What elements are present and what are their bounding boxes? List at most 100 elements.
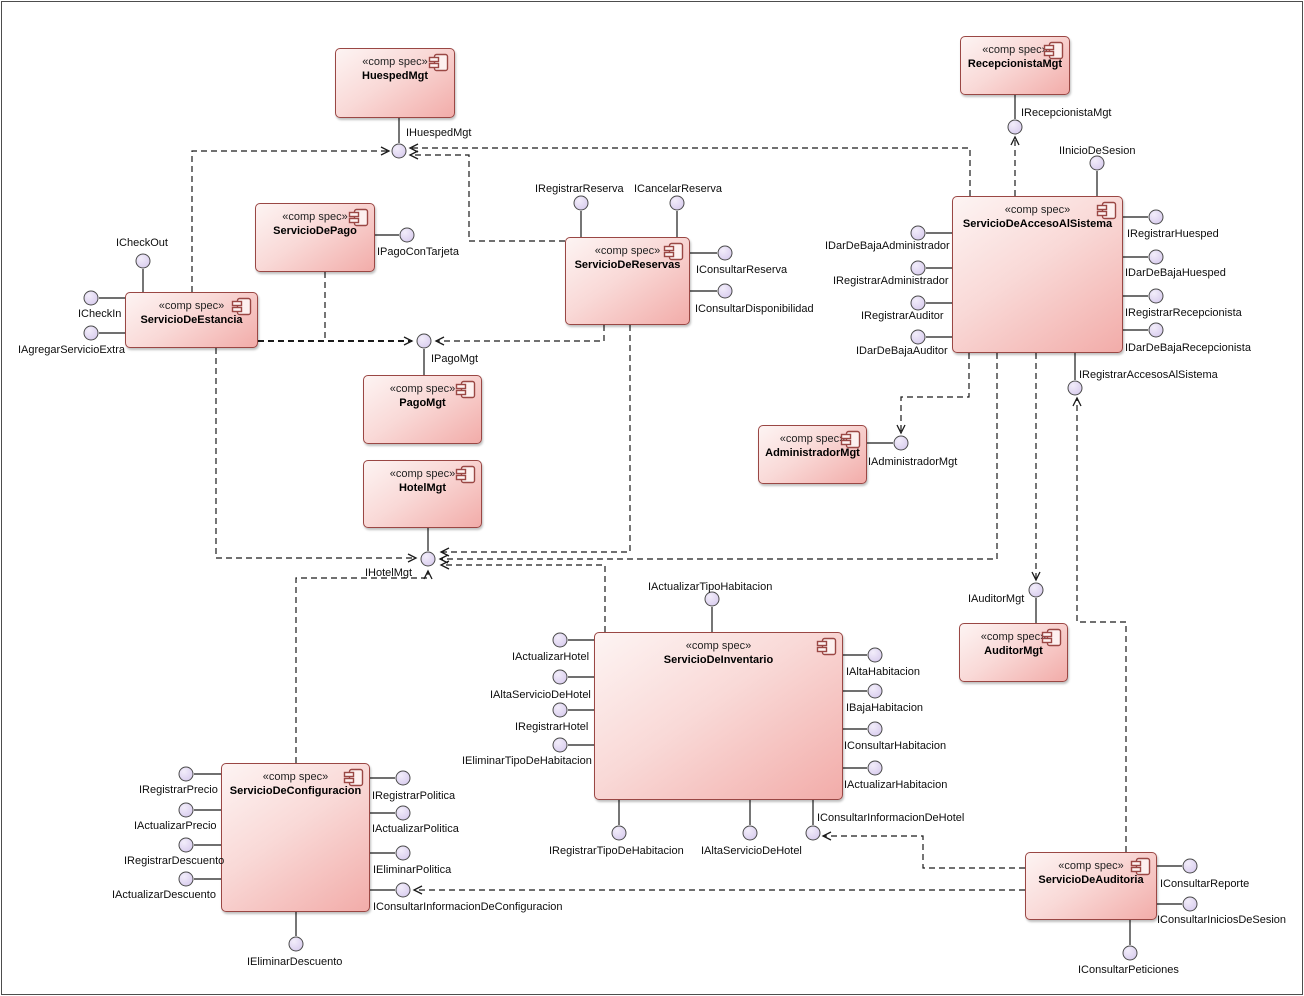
iactualizarpolitica-interface-ball[interactable]	[395, 805, 411, 821]
iconsultarpeticiones-interface-ball[interactable]	[1122, 945, 1138, 961]
iregistrardescuento-interface-ball[interactable]	[178, 837, 194, 853]
iconsultarhabitacion-interface-ball[interactable]	[867, 721, 883, 737]
iregistrarhuesped-interface-ball[interactable]	[1148, 209, 1164, 225]
component-icon	[663, 242, 684, 261]
idardebajaadministrador-interface-label: IDarDeBajaAdministrador	[825, 240, 950, 252]
dep-configuracion-ihotelmgt	[295, 569, 433, 763]
component-icon	[231, 297, 252, 316]
iregistrarreserva-interface-ball[interactable]	[573, 195, 589, 211]
iregistraradministrador-interface-label: IRegistrarAdministrador	[833, 275, 949, 287]
iregistrartipodehabitacion-interface-ball[interactable]	[611, 825, 627, 841]
idardebajaauditor-interface-label: IDarDeBajaAuditor	[856, 345, 948, 357]
component-reservas[interactable]: «comp spec» ServicioDeReservas	[565, 237, 690, 325]
iiniciodesesion-interface-ball[interactable]	[1089, 155, 1105, 171]
idardebajaadministrador-interface-ball[interactable]	[910, 225, 926, 241]
iactualizarhotel-interface-label: IActualizarHotel	[512, 651, 590, 663]
iconsultarreporte-interface-ball[interactable]	[1182, 858, 1198, 874]
iregistrarauditor-interface-ball[interactable]	[910, 295, 926, 311]
dep-acceso-ihuespedmgt	[408, 143, 971, 196]
ibajahabitacion-interface-ball[interactable]	[867, 683, 883, 699]
iconsultardisponibilidad-interface-ball[interactable]	[717, 283, 733, 299]
iconsultariniciosdesesion-interface-label: IConsultarIniciosDeSesion	[1157, 914, 1287, 926]
ialtaserviciodehotel_l-interface-ball[interactable]	[552, 669, 568, 685]
ipagomgt-interface-label: IPagoMgt	[431, 353, 479, 365]
iactualizardescuento-interface-ball[interactable]	[178, 871, 194, 887]
component-acceso[interactable]: «comp spec» ServicioDeAccesoAlSistema	[952, 196, 1123, 353]
ialtaserviciodehotel_b-interface-ball[interactable]	[742, 825, 758, 841]
iregistrarrecepcionista-interface-ball[interactable]	[1148, 288, 1164, 304]
component-stereotype: «comp spec»	[980, 631, 1047, 643]
iregistrarpolitica-interface-ball[interactable]	[395, 770, 411, 786]
ieliminarpolitica-interface-ball[interactable]	[395, 845, 411, 861]
iregistrarprecio-interface-ball[interactable]	[178, 766, 194, 782]
iactualizarhabitacion-interface-label: IActualizarHabitacion	[844, 779, 948, 791]
iadministradormgt-interface-ball[interactable]	[893, 435, 909, 451]
component-administradormgt[interactable]: «comp spec» AdministradorMgt	[758, 425, 867, 484]
dep-estancia-ihotelmgt	[215, 348, 418, 563]
iregistraraccesosalsistema-interface-ball[interactable]	[1067, 380, 1083, 396]
component-recepcionistamgt[interactable]: «comp spec» RecepcionistaMgt	[960, 36, 1070, 95]
iregistrarrecepcionista-interface-label: IRegistrarRecepcionista	[1125, 307, 1242, 319]
iactualizarhabitacion-interface-ball[interactable]	[867, 760, 883, 776]
ipagomgt-interface-ball[interactable]	[416, 333, 432, 349]
iconsultarreserva-interface-label: IConsultarReserva	[696, 264, 788, 276]
icancelarreserva-interface-ball[interactable]	[669, 195, 685, 211]
iconsultarreserva-interface-ball[interactable]	[717, 245, 733, 261]
iactualizartipohabitacion-interface-ball[interactable]	[704, 591, 720, 607]
component-auditormgt[interactable]: «comp spec» AuditorMgt	[959, 623, 1068, 682]
icheckin-interface-label: ICheckIn	[78, 308, 122, 320]
iregistrarauditor-interface-label: IRegistrarAuditor	[861, 310, 944, 322]
component-huespedmgt[interactable]: «comp spec» HuespedMgt	[335, 48, 455, 118]
idardebajaauditor-interface-ball[interactable]	[910, 329, 926, 345]
component-icon	[348, 208, 369, 227]
ialtahabitacion-interface-ball[interactable]	[867, 647, 883, 663]
icheckout-interface-label: ICheckOut	[116, 237, 168, 249]
idardebajahuesped-interface-ball[interactable]	[1148, 249, 1164, 265]
iconsultarinformaciondeconfiguracion-interface-ball[interactable]	[395, 882, 411, 898]
ialtaserviciodehotel_b-interface-label: IAltaServicioDeHotel	[701, 845, 802, 857]
component-name: ServicioDeReservas	[574, 259, 681, 271]
idardebajarecepcionista-interface-ball[interactable]	[1148, 322, 1164, 338]
ipagocontarjeta-interface-ball[interactable]	[399, 227, 415, 243]
iregistrarreserva-interface-label: IRegistrarReserva	[535, 183, 624, 195]
component-name: ServicioDeInventario	[663, 654, 774, 666]
component-auditoria[interactable]: «comp spec» ServicioDeAuditoria	[1025, 852, 1157, 920]
ihotelmgt-interface-ball[interactable]	[420, 551, 436, 567]
iactualizardescuento-interface-label: IActualizarDescuento	[112, 889, 216, 901]
iactualizartipohabitacion-interface-label: IActualizarTipoHabitacion	[648, 581, 773, 593]
iauditormgt-interface-label: IAuditorMgt	[968, 593, 1025, 605]
component-name: ServicioDeAccesoAlSistema	[962, 218, 1113, 230]
iconsultariniciosdesesion-interface-ball[interactable]	[1182, 896, 1198, 912]
iregistraradministrador-interface-ball[interactable]	[910, 260, 926, 276]
iregistrartipodehabitacion-interface-label: IRegistrarTipoDeHabitacion	[549, 845, 684, 857]
component-configuracion[interactable]: «comp spec» ServicioDeConfiguracion	[221, 763, 370, 912]
component-stereotype: «comp spec»	[282, 211, 348, 223]
component-name: PagoMgt	[399, 397, 446, 409]
iregistrarhotel-interface-ball[interactable]	[552, 702, 568, 718]
dep-auditoria-iconsultarinformaciondehotel	[821, 831, 1025, 869]
ieliminardescuento-interface-ball[interactable]	[288, 936, 304, 952]
iactualizarprecio-interface-ball[interactable]	[178, 802, 194, 818]
component-pagomgt[interactable]: «comp spec» PagoMgt	[363, 375, 482, 444]
component-hotelmgt[interactable]: «comp spec» HotelMgt	[363, 460, 482, 528]
iactualizarhotel-interface-ball[interactable]	[552, 632, 568, 648]
iauditormgt-interface-ball[interactable]	[1028, 582, 1044, 598]
component-estancia[interactable]: «comp spec» ServicioDeEstancia	[125, 292, 258, 348]
iconsultarinformaciondehotel-interface-ball[interactable]	[805, 825, 821, 841]
dep-reservas-ihotelmgt	[439, 325, 631, 557]
iagregarservicioextra-interface-label: IAgregarServicioExtra	[18, 344, 125, 356]
irecepcionistamgt-interface-ball[interactable]	[1007, 119, 1023, 135]
icheckin-interface-ball[interactable]	[83, 290, 99, 306]
ieliminartipodehabitacion-interface-ball[interactable]	[552, 737, 568, 753]
ieliminartipodehabitacion-interface-label: IEliminarTipoDeHabitacion	[462, 755, 592, 767]
icheckout-interface-ball[interactable]	[135, 253, 151, 269]
iagregarservicioextra-interface-ball[interactable]	[83, 325, 99, 341]
component-inventario[interactable]: «comp spec» ServicioDeInventario	[594, 632, 843, 800]
component-icon	[343, 768, 364, 787]
component-stereotype: «comp spec»	[362, 56, 428, 68]
ihuespedmgt-interface-ball[interactable]	[391, 143, 407, 159]
component-pago[interactable]: «comp spec» ServicioDePago	[255, 203, 375, 272]
iregistrarprecio-interface-label: IRegistrarPrecio	[139, 784, 218, 796]
